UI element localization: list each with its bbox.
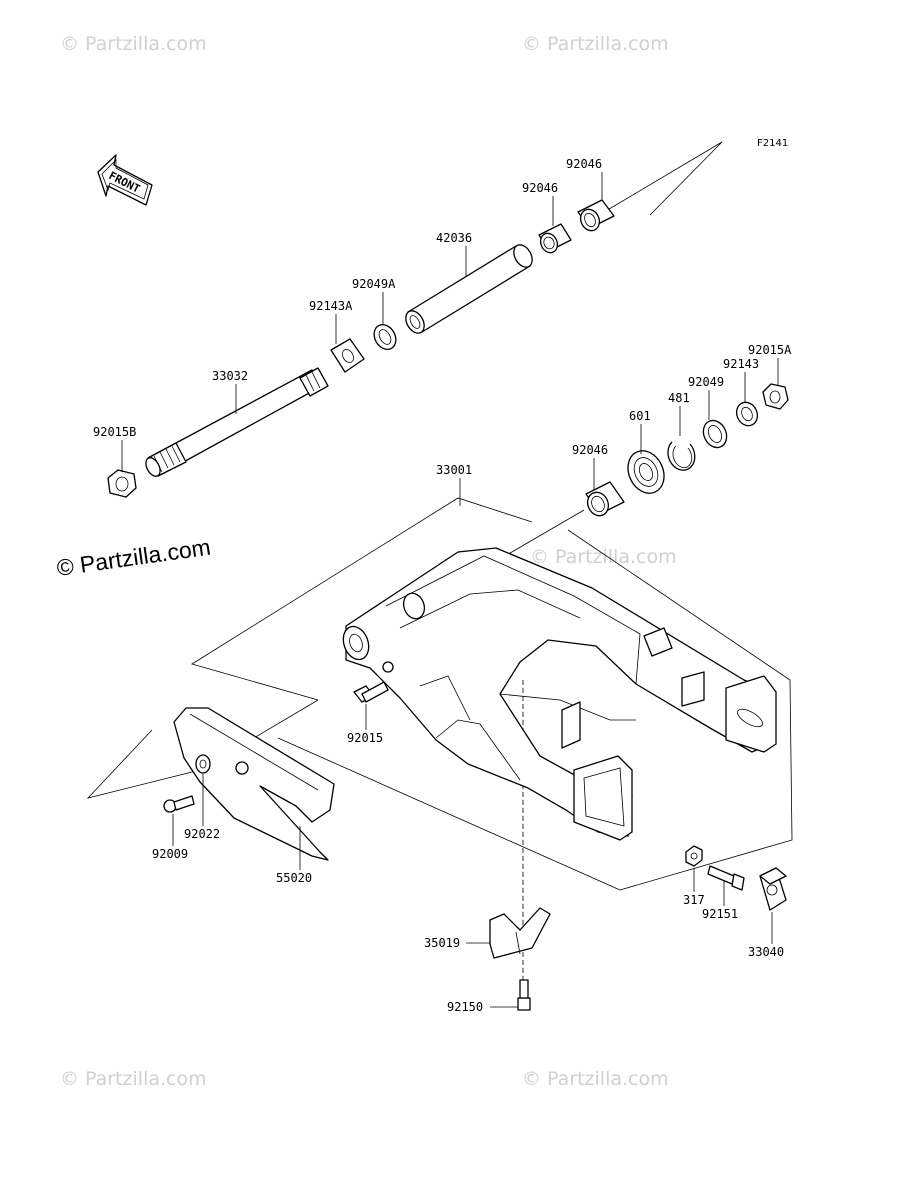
washer (195, 754, 211, 774)
label-92150: 92150 (447, 1000, 483, 1014)
label-35019: 35019 (424, 936, 460, 950)
needle-bearing-outer (577, 199, 615, 232)
watermark-bottom-left: © Partzilla.com (60, 1068, 207, 1090)
upper-axis-line (593, 141, 723, 219)
label-92015A: 92015A (748, 343, 792, 357)
ref-outline-chainguard (86, 699, 319, 799)
label-92046-low: 92046 (572, 443, 608, 457)
needle-bearing-low (585, 481, 625, 517)
chain-guard (173, 707, 335, 861)
ref-outline-left (191, 497, 533, 701)
watermark-top-right: © Partzilla.com (522, 33, 669, 55)
label-92046-top: 92046 (566, 157, 602, 171)
label-92015B: 92015B (93, 425, 136, 439)
label-33001: 33001 (436, 463, 472, 477)
label-92143: 92143 (723, 357, 759, 371)
sleeve-collar (405, 244, 533, 334)
label-92049: 92049 (688, 375, 724, 389)
oil-seal-a (373, 324, 397, 350)
ref-outline-right (277, 529, 793, 891)
label-92009: 92009 (152, 847, 188, 861)
oil-seal (702, 419, 728, 449)
swingarm (342, 547, 777, 841)
label-55020: 55020 (276, 871, 312, 885)
watermark-main: © Partzilla.com (55, 534, 212, 581)
lower-axis-line (504, 509, 585, 557)
label-92049A: 92049A (352, 277, 396, 291)
collar (735, 401, 759, 427)
watermark-mid-center: © Partzilla.com (530, 546, 677, 568)
collar-a (330, 338, 365, 373)
label-92015: 92015 (347, 731, 383, 745)
label-317: 317 (683, 893, 705, 907)
pivot-shaft (145, 367, 329, 477)
label-92151: 92151 (702, 907, 738, 921)
nut-b (107, 469, 137, 498)
needle-bearing-inner (538, 223, 572, 254)
watermark-top-left: © Partzilla.com (60, 33, 207, 55)
bolt-92151 (707, 865, 745, 891)
adjuster-block (759, 867, 787, 911)
label-33040: 33040 (748, 945, 784, 959)
front-arrow-icon: FRONT (97, 154, 153, 206)
label-481: 481 (668, 391, 690, 405)
ball-bearing (627, 450, 665, 494)
bolt-92150 (517, 979, 531, 1011)
nut-a (762, 383, 789, 410)
guard-35019 (489, 907, 551, 959)
label-92022: 92022 (184, 827, 220, 841)
label-601: 601 (629, 409, 651, 423)
watermark-bottom-right: © Partzilla.com (522, 1068, 669, 1090)
bolt-92015 (353, 681, 389, 703)
circlip (667, 441, 696, 471)
nut-317 (685, 845, 703, 867)
screw (163, 795, 195, 813)
label-42036: 42036 (436, 231, 472, 245)
label-92143A: 92143A (309, 299, 353, 313)
label-33032: 33032 (212, 369, 248, 383)
label-92046-mid: 92046 (522, 181, 558, 195)
diagram-code: F2141 (757, 138, 788, 149)
